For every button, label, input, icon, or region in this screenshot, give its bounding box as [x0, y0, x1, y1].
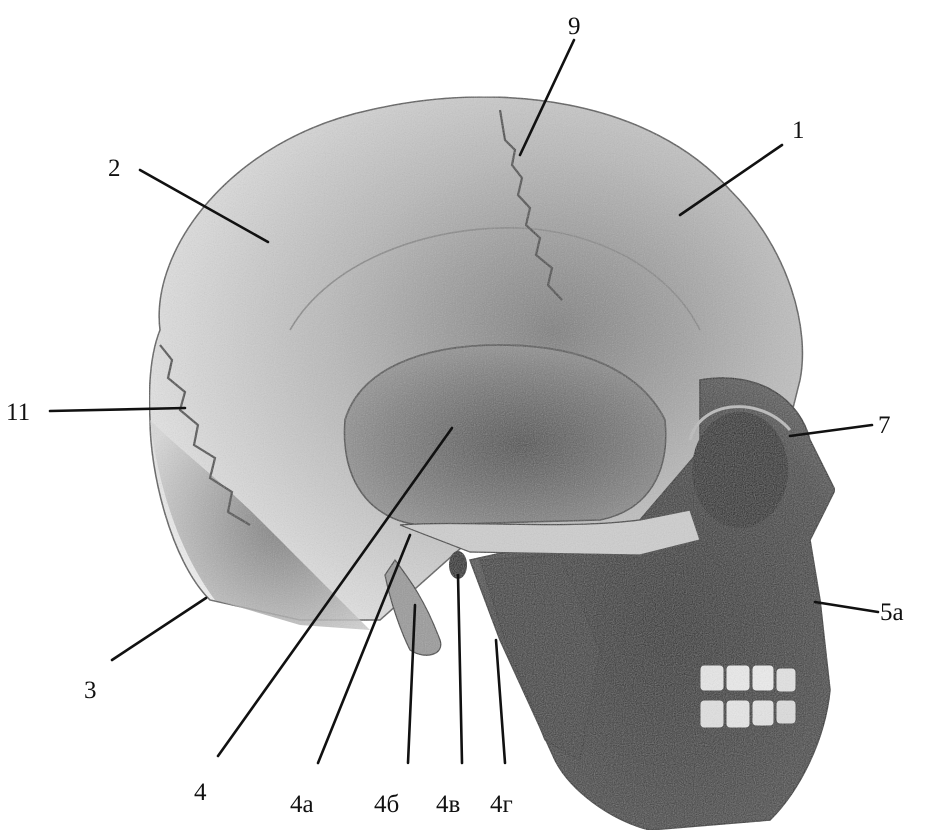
label-4: 4 [194, 779, 207, 806]
label-2: 2 [108, 155, 121, 182]
label-5a: 5а [880, 599, 904, 626]
label-4v: 4в [436, 791, 460, 818]
label-4g: 4г [490, 791, 513, 818]
leader-5a [815, 602, 878, 612]
label-7: 7 [878, 412, 891, 439]
label-3: 3 [84, 677, 97, 704]
leader-4v [458, 575, 462, 763]
orbit [692, 412, 788, 528]
leader-3 [112, 598, 206, 660]
label-1: 1 [792, 117, 805, 144]
label-9: 9 [568, 13, 581, 40]
leader-4g [496, 640, 505, 763]
label-4a: 4а [290, 791, 314, 818]
label-4b: 4б [374, 791, 399, 818]
skull-illustration [149, 97, 835, 830]
label-11: 11 [6, 399, 30, 426]
